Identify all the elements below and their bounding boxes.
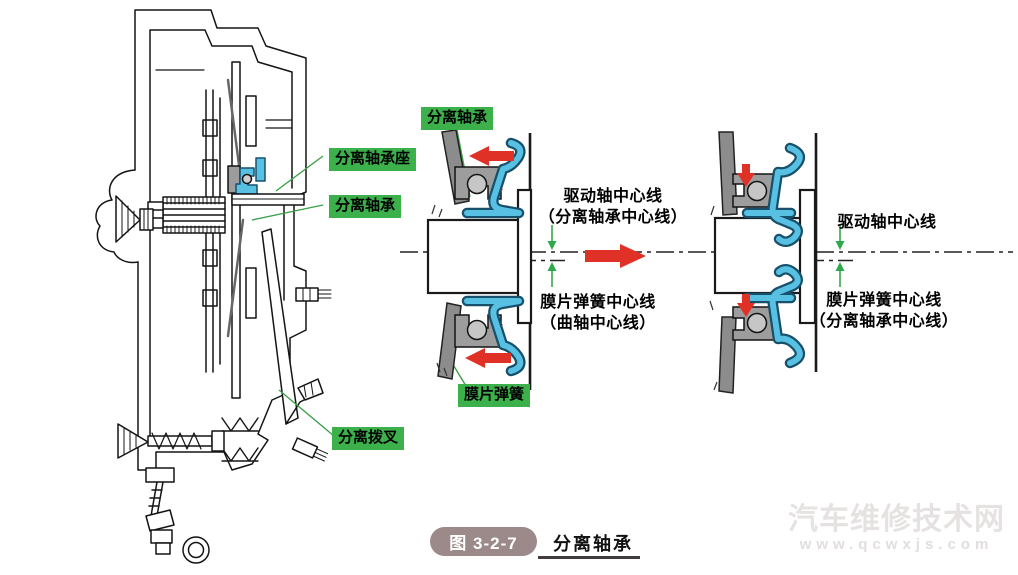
release-bearing-section	[227, 157, 266, 195]
housing-inner-contour	[149, 29, 293, 445]
annotation-line: （曲轴中心线）	[540, 315, 656, 332]
annotation-line: 驱动轴中心线	[837, 214, 937, 231]
disc-damper-block	[202, 159, 218, 177]
annotation-drive-axis-right: 驱动轴中心线	[822, 212, 952, 233]
input-shaft	[426, 218, 522, 295]
strap-plates	[155, 69, 293, 129]
leader-fork	[278, 389, 335, 437]
figure-number-badge: 图 3-2-7	[430, 527, 537, 556]
figure-title: 分离轴承	[553, 534, 633, 554]
label-release-bearing: 分离轴承	[329, 195, 402, 218]
shaft-flange	[516, 188, 533, 325]
guide-sleeve	[231, 193, 305, 206]
pressure-plate	[245, 267, 257, 319]
input-shaft	[713, 216, 804, 295]
force-arrow-left-top	[469, 146, 514, 166]
force-arrow-down-top	[737, 164, 755, 187]
bearing-ball-top	[746, 180, 768, 202]
label-release-bearing-schematic: 分离轴承	[421, 107, 494, 130]
annotation-line: 膜片弹簧中心线	[540, 294, 656, 311]
label-diaphragm-spring: 膜片弹簧	[458, 384, 531, 407]
side-bolts	[291, 287, 332, 462]
annotation-line: 膜片弹簧中心线	[826, 292, 942, 309]
pressure-plate	[245, 95, 257, 147]
crankshaft-nose	[95, 169, 154, 264]
schematic-aligned	[709, 131, 845, 394]
housing-outline	[134, 9, 307, 471]
leader-bearing-seat	[275, 155, 324, 192]
annotation-spring-axis-right: 膜片弹簧中心线 （分离轴承中心线）	[806, 290, 962, 332]
disc-damper-block	[202, 289, 218, 307]
bearing-ball-bottom	[466, 319, 488, 341]
boot-bellows	[221, 417, 259, 462]
label-release-fork: 分离拨叉	[332, 427, 405, 450]
label-release-bearing-seat: 分离轴承座	[329, 148, 417, 171]
leader-bearing-left	[251, 204, 324, 221]
diaphragm-bar-top	[718, 131, 738, 216]
release-fork-section	[261, 228, 324, 425]
disc-damper-block	[202, 119, 218, 137]
dimension-arrows-left	[547, 225, 557, 287]
schematic-misaligned	[426, 129, 646, 390]
motion-ticks	[709, 205, 718, 391]
annotation-line: 驱动轴中心线	[563, 188, 663, 205]
slave-cylinder	[117, 423, 225, 459]
annotation-line: （分离轴承中心线）	[809, 313, 959, 330]
caption-underline	[538, 556, 640, 559]
force-arrow-down-bottom	[737, 294, 755, 317]
shaft-flange	[798, 188, 817, 325]
motion-arrow-right	[585, 244, 646, 268]
spring-fingers-blue	[741, 142, 806, 369]
dimension-arrows-right	[835, 225, 845, 287]
diaphragm-bar-bottom	[718, 316, 737, 394]
motion-ticks	[431, 204, 448, 377]
annotation-line: （分离轴承中心线）	[538, 209, 688, 226]
disc-damper-block	[202, 249, 218, 267]
spring-fingers-blue	[461, 137, 526, 377]
annotation-drive-axis-left: 驱动轴中心线 （分离轴承中心线）	[528, 186, 698, 228]
bearing-ball-bottom	[746, 312, 768, 334]
bleeder-bolt	[145, 467, 210, 564]
annotation-spring-axis-left: 膜片弹簧中心线 （曲轴中心线）	[520, 292, 676, 334]
bearing-ball-top	[466, 173, 488, 195]
spline-hub	[147, 196, 226, 234]
force-arrow-left-bottom	[465, 348, 511, 368]
clutch-cross-section	[95, 9, 332, 564]
